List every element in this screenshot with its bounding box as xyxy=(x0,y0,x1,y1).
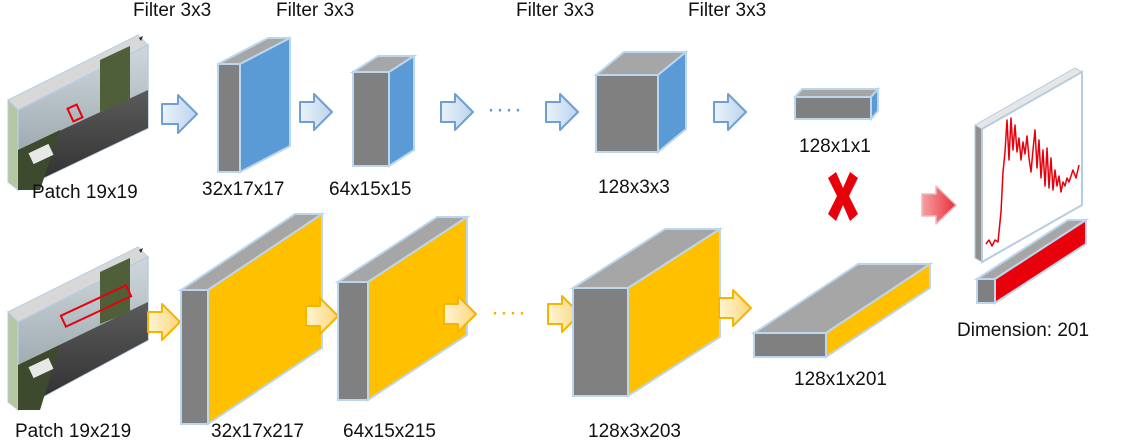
bottom-right-arrow-icon-1 xyxy=(147,303,181,341)
top-right-arrow-icon-4 xyxy=(545,93,579,131)
bottom-layer-4-block xyxy=(750,262,934,359)
bottom-input-photo xyxy=(7,246,149,412)
top-layer-4-label: 128x1x1 xyxy=(799,136,871,157)
top-layer-2-label: 64x15x15 xyxy=(329,179,412,200)
red-right-arrow-icon xyxy=(921,185,957,225)
output-vector-bar xyxy=(973,218,1090,305)
bottom-layer-1-label: 32x17x217 xyxy=(211,421,304,442)
bottom-layer-4-label: 128x1x201 xyxy=(794,369,887,390)
output-plot-panel xyxy=(973,67,1084,264)
output-response-curve xyxy=(985,117,1080,247)
filter-label-2: Filter 3x3 xyxy=(276,0,355,21)
top-right-arrow-icon-3 xyxy=(440,93,474,131)
top-layer-3-block xyxy=(593,49,689,155)
bottom-layer-2-label: 64x15x215 xyxy=(343,421,436,442)
top-layer-1-label: 32x17x17 xyxy=(202,179,285,200)
top-input-photo xyxy=(7,34,149,192)
filter-label-1: Filter 3x3 xyxy=(133,0,212,21)
red-cross-icon xyxy=(828,172,858,221)
filter-label-3: Filter 3x3 xyxy=(516,0,595,21)
bottom-layer-1-block xyxy=(177,212,326,426)
top-patch-label: Patch 19x19 xyxy=(32,182,138,203)
filter-label-4: Filter 3x3 xyxy=(688,0,767,21)
bottom-right-arrow-icon-5 xyxy=(718,289,752,327)
top-right-arrow-icon-2 xyxy=(299,93,333,131)
top-layer-2-block xyxy=(349,54,418,168)
bottom-right-arrow-icon-2 xyxy=(305,297,339,335)
top-layer-1-block xyxy=(217,36,291,174)
bottom-layer-3-label: 128x3x203 xyxy=(588,421,681,442)
bottom-right-arrow-icon-3 xyxy=(443,295,477,333)
top-right-arrow-icon-1 xyxy=(161,94,198,134)
top-layer-3-label: 128x3x3 xyxy=(598,177,670,198)
top-ellipsis: ···· xyxy=(487,96,523,123)
top-layer-4-block xyxy=(792,86,881,122)
top-right-arrow-icon-5 xyxy=(713,93,747,131)
bottom-layer-3-block xyxy=(569,227,724,398)
bottom-ellipsis: ···· xyxy=(491,299,527,326)
output-dimension-label: Dimension: 201 xyxy=(957,320,1090,341)
bottom-right-arrow-icon-4 xyxy=(547,295,581,333)
bottom-layer-2-block xyxy=(334,215,471,402)
bottom-patch-label: Patch 19x219 xyxy=(15,421,132,442)
